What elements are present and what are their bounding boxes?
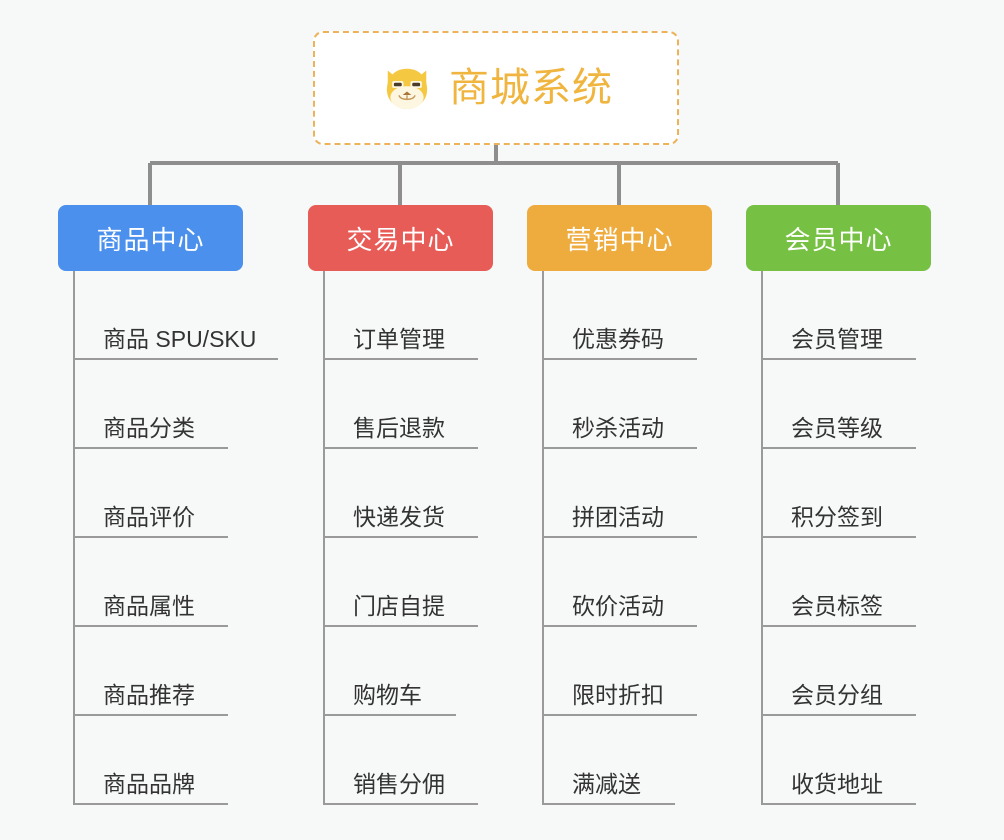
leaf-label: 商品 SPU/SKU xyxy=(103,326,257,352)
leaf-item[interactable]: 会员管理 xyxy=(761,271,916,360)
leaf-label: 订单管理 xyxy=(353,326,445,352)
leaf-item[interactable]: 会员等级 xyxy=(761,360,916,449)
category-box-member-center[interactable]: 会员中心 xyxy=(746,205,931,271)
leaf-item[interactable]: 优惠券码 xyxy=(542,271,697,360)
leaf-label: 会员管理 xyxy=(791,326,883,352)
leaf-label: 限时折扣 xyxy=(572,682,664,708)
category-box-product-center[interactable]: 商品中心 xyxy=(58,205,243,271)
leaf-item[interactable]: 销售分佣 xyxy=(323,716,478,805)
leaf-label: 会员等级 xyxy=(791,415,883,441)
leaf-item[interactable]: 收货地址 xyxy=(761,716,916,805)
leaf-label: 商品推荐 xyxy=(103,682,195,708)
column-member-center: 会员中心 会员管理 会员等级 积分签到 会员标签 会员分组 收货地址 xyxy=(746,205,931,805)
leaf-item[interactable]: 会员分组 xyxy=(761,627,916,716)
column-spine xyxy=(761,271,763,805)
leaf-label: 购物车 xyxy=(353,682,422,708)
leaf-item[interactable]: 会员标签 xyxy=(761,538,916,627)
root-title: 商城系统 xyxy=(449,66,613,110)
leaf-item[interactable]: 快递发货 xyxy=(323,449,478,538)
leaf-label: 收货地址 xyxy=(791,771,883,797)
leaf-label: 拼团活动 xyxy=(572,504,664,530)
category-label: 会员中心 xyxy=(784,224,893,255)
category-label: 交易中心 xyxy=(346,224,455,255)
leaf-item[interactable]: 商品品牌 xyxy=(73,716,228,805)
leaf-label: 商品品牌 xyxy=(103,771,195,797)
leaf-item[interactable]: 订单管理 xyxy=(323,271,478,360)
leaf-item[interactable]: 商品评价 xyxy=(73,449,228,538)
leaf-item[interactable]: 砍价活动 xyxy=(542,538,697,627)
column-marketing-center: 营销中心 优惠券码 秒杀活动 拼团活动 砍价活动 限时折扣 满减送 xyxy=(527,205,712,805)
leaf-label: 积分签到 xyxy=(791,504,883,530)
leaf-label: 商品属性 xyxy=(103,593,195,619)
leaf-item[interactable]: 满减送 xyxy=(542,716,675,805)
leaf-label: 售后退款 xyxy=(353,415,445,441)
leaf-item[interactable]: 商品 SPU/SKU xyxy=(73,271,278,360)
leaf-label: 快递发货 xyxy=(353,504,445,530)
leaf-label: 商品分类 xyxy=(103,415,195,441)
shiba-dog-icon xyxy=(386,68,428,109)
leaf-label: 会员分组 xyxy=(791,682,883,708)
leaf-item[interactable]: 限时折扣 xyxy=(542,627,697,716)
leaf-item[interactable]: 积分签到 xyxy=(761,449,916,538)
root-node-shop-system[interactable]: 商城系统 xyxy=(313,31,679,145)
leaf-item[interactable]: 拼团活动 xyxy=(542,449,697,538)
leaf-item[interactable]: 售后退款 xyxy=(323,360,478,449)
leaf-label: 会员标签 xyxy=(791,593,883,619)
leaf-label: 砍价活动 xyxy=(572,593,664,619)
category-label: 商品中心 xyxy=(96,224,205,255)
column-product-center: 商品中心 商品 SPU/SKU 商品分类 商品评价 商品属性 商品推荐 商品品牌 xyxy=(58,205,278,805)
leaf-item[interactable]: 商品推荐 xyxy=(73,627,228,716)
leaf-label: 优惠券码 xyxy=(572,326,664,352)
leaf-label: 销售分佣 xyxy=(353,771,445,797)
column-spine xyxy=(73,271,75,805)
column-trade-center: 交易中心 订单管理 售后退款 快递发货 门店自提 购物车 销售分佣 xyxy=(308,205,493,805)
leaf-item[interactable]: 商品属性 xyxy=(73,538,228,627)
leaf-item[interactable]: 商品分类 xyxy=(73,360,228,449)
column-spine xyxy=(542,271,544,805)
leaf-item[interactable]: 秒杀活动 xyxy=(542,360,697,449)
column-spine xyxy=(323,271,325,805)
leaf-label: 秒杀活动 xyxy=(572,415,664,441)
leaf-label: 商品评价 xyxy=(103,504,195,530)
category-box-marketing-center[interactable]: 营销中心 xyxy=(527,205,712,271)
category-box-trade-center[interactable]: 交易中心 xyxy=(308,205,493,271)
category-label: 营销中心 xyxy=(565,224,674,255)
leaf-item[interactable]: 购物车 xyxy=(323,627,456,716)
leaf-label: 满减送 xyxy=(572,771,641,797)
leaf-label: 门店自提 xyxy=(353,593,445,619)
leaf-item[interactable]: 门店自提 xyxy=(323,538,478,627)
